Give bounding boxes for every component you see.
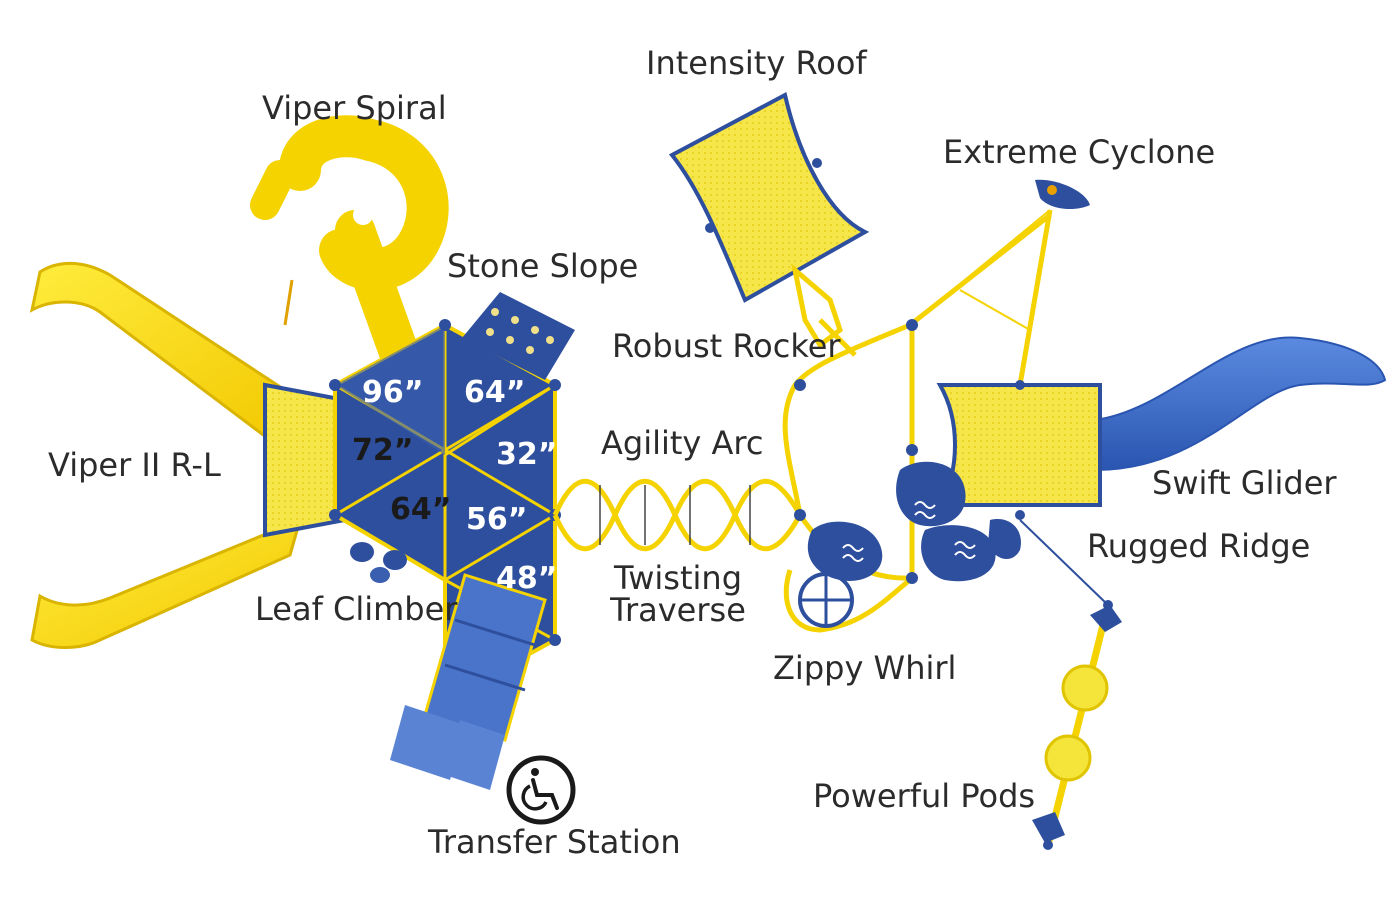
transfer-station-steps bbox=[390, 573, 547, 790]
label-intensity-roof: Intensity Roof bbox=[646, 44, 867, 82]
label-swift-glider: Swift Glider bbox=[1152, 464, 1337, 502]
deck-height-96: 96” bbox=[362, 375, 424, 410]
deck-height-56: 56” bbox=[466, 502, 528, 537]
label-transfer-station: Transfer Station bbox=[428, 823, 681, 861]
deck-height-72: 72” bbox=[352, 433, 414, 468]
stone-slope bbox=[462, 292, 575, 380]
label-viper-spiral: Viper Spiral bbox=[262, 89, 447, 127]
label-viper-ii-rl: Viper II R-L bbox=[48, 446, 221, 484]
deck-height-32: 32” bbox=[496, 437, 558, 472]
label-extreme-cyclone: Extreme Cyclone bbox=[943, 133, 1216, 171]
deck-height-64-top: 64” bbox=[464, 375, 526, 410]
swift-glider-slide bbox=[936, 336, 1387, 520]
viper-spiral-slide bbox=[250, 115, 449, 375]
label-rugged-ridge: Rugged Ridge bbox=[1087, 527, 1311, 565]
label-zippy-whirl: Zippy Whirl bbox=[773, 649, 957, 687]
viper-ii-rl-slide bbox=[29, 261, 347, 649]
leaf-climber bbox=[350, 542, 407, 583]
rugged-ridge bbox=[896, 461, 1021, 582]
powerful-pods bbox=[1019, 519, 1122, 850]
label-twisting-traverse-line2: Traverse bbox=[610, 591, 746, 629]
label-agility-arc: Agility Arc bbox=[601, 424, 764, 462]
wheelchair-icon bbox=[506, 755, 576, 825]
label-leaf-climber: Leaf Climber bbox=[255, 590, 458, 628]
label-stone-slope: Stone Slope bbox=[447, 247, 639, 285]
agility-arc bbox=[552, 479, 803, 551]
label-powerful-pods: Powerful Pods bbox=[813, 777, 1036, 815]
label-robust-rocker: Robust Rocker bbox=[612, 327, 841, 365]
deck-height-64-bottom: 64” bbox=[390, 492, 452, 527]
label-twisting-traverse: Twisting Traverse bbox=[608, 562, 748, 626]
intensity-roof bbox=[668, 92, 870, 357]
zippy-whirl bbox=[798, 521, 883, 628]
deck-height-48: 48” bbox=[496, 561, 558, 596]
extreme-cyclone bbox=[1035, 179, 1090, 210]
label-twisting-traverse-line1: Twisting bbox=[613, 559, 742, 597]
